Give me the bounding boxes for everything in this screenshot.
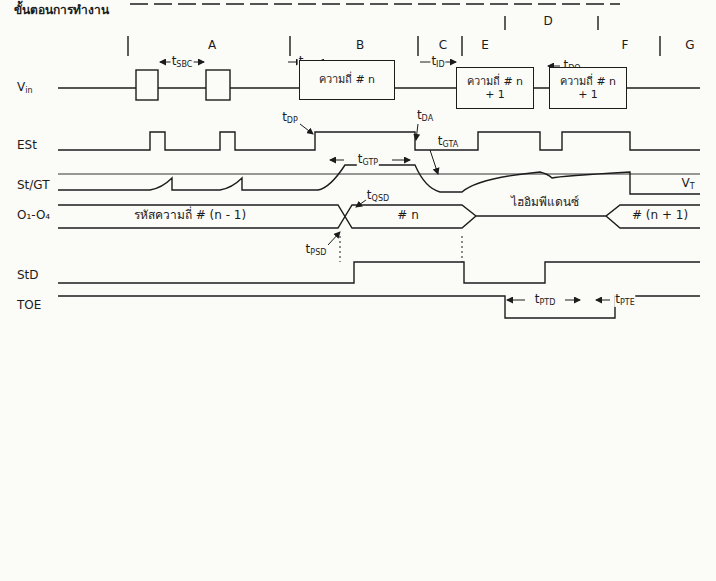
signal-name: St/GT	[16, 179, 51, 193]
frequency-box: ความถี่ # n	[299, 60, 395, 100]
timing-label: tDP	[281, 111, 299, 125]
box-text: ความถี่ # n + 1	[461, 75, 529, 101]
phase-label: G	[685, 39, 694, 53]
bus-state: # (n + 1)	[631, 209, 689, 223]
timing-label: tQSD	[366, 189, 390, 203]
signal-name: VT	[680, 177, 695, 191]
phase-label: C	[439, 39, 447, 53]
phase-label: D	[543, 15, 552, 29]
timing-label: tPTD	[534, 293, 557, 307]
frequency-box: ความถี่ # n + 1	[549, 67, 627, 109]
box-text: ความถี่ # n	[319, 73, 375, 86]
signal-name: ESt	[16, 139, 38, 153]
frequency-box: ความถี่ # n + 1	[456, 67, 534, 109]
phase-label: F	[622, 39, 629, 53]
signal-name: TOE	[16, 299, 42, 313]
bus-state: ไฮอิมพีแดนซ์	[510, 196, 580, 210]
signal-name: StD	[16, 269, 40, 283]
phase-label: B	[356, 39, 364, 53]
timing-label: tSBC	[171, 55, 194, 69]
phase-label: A	[208, 39, 216, 53]
timing-label: tDA	[416, 109, 434, 123]
timing-label: tGTA	[437, 135, 459, 149]
bus-state: # n	[396, 209, 419, 223]
box-text: ความถี่ # n + 1	[554, 75, 622, 101]
signal-name: Vin	[16, 81, 34, 95]
bus-state: รหัสความถี่ # (n - 1)	[133, 209, 247, 223]
diagram-title: ขั้นตอนการทำงาน	[14, 4, 109, 18]
timing-label: tPTE	[614, 293, 635, 307]
timing-label: tID	[430, 55, 445, 69]
timing-label: tGTP	[357, 153, 379, 167]
phase-label: E	[481, 39, 489, 53]
signal-name: O₁-O₄	[16, 209, 51, 223]
timing-label: tPSD	[305, 243, 328, 257]
